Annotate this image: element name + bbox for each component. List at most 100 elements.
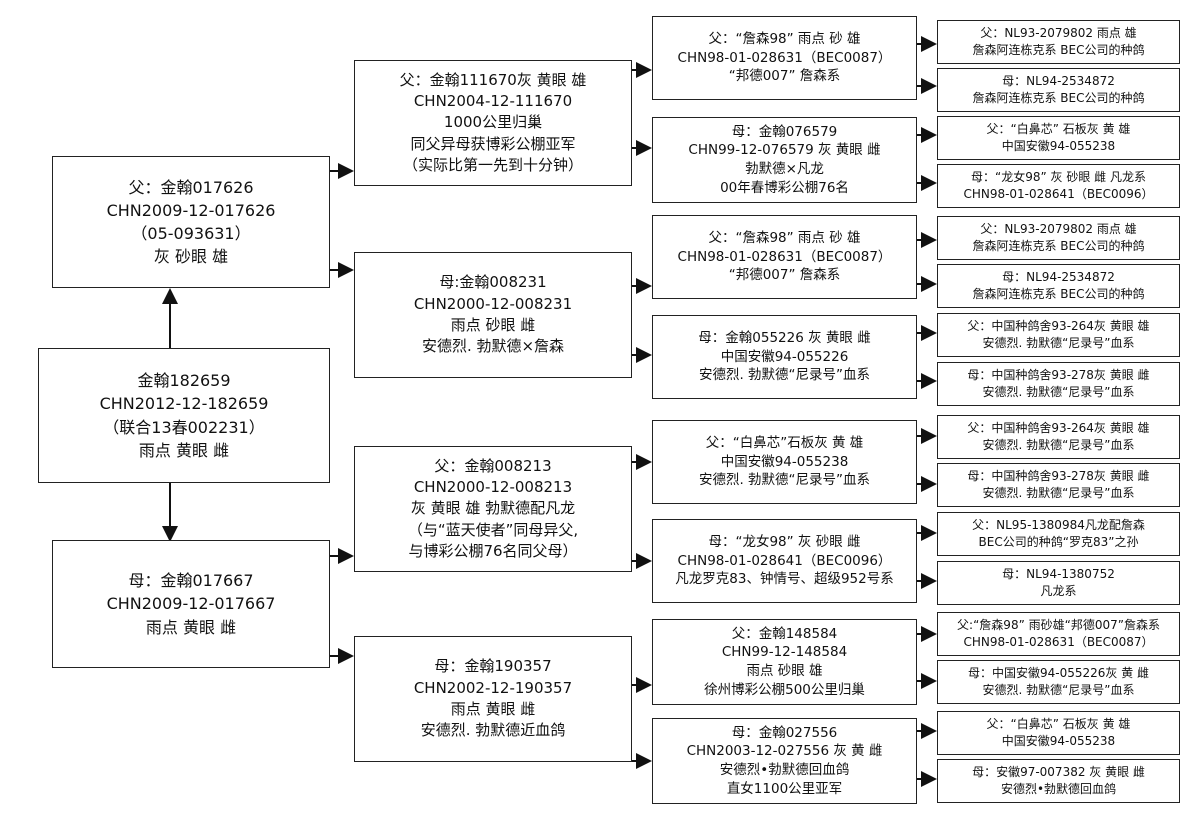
gen4-box: 母：中国种鸽舍93-278灰 黄眼 雌 安德烈. 勃默德“尼录号”血系 <box>937 463 1180 507</box>
gen4-box: 母：安徽97-007382 灰 黄眼 雌 安德烈•勃默德回血鸽 <box>937 759 1180 803</box>
gen3-box: 母：“龙女98” 灰 砂眼 雌 CHN98-01-028641（BEC0096）… <box>652 519 917 603</box>
gen4-box: 父:“詹森98” 雨砂雄“邦德007”詹森系 CHN98-01-028631（B… <box>937 612 1180 656</box>
gen4-line: 父：中国种鸽舍93-264灰 黄眼 雄 <box>967 319 1150 334</box>
gen2-line: 灰 黄眼 雄 勃默德配凡龙 <box>410 499 576 518</box>
gen4-box: 父：NL93-2079802 雨点 雄 詹森阿连栋克系 BEC公司的种鸽 <box>937 20 1180 64</box>
gen4-line: 母：NL94-2534872 <box>1002 270 1115 285</box>
gen4-line: 父：“白鼻芯” 石板灰 黄 雄 <box>986 717 1131 732</box>
gen3-line: 中国安徽94-055226 <box>720 348 849 365</box>
gen3-line: 母：金翰076579 <box>731 123 838 140</box>
gen4-box: 母：NL94-2534872 詹森阿连栋克系 BEC公司的种鸽 <box>937 264 1180 308</box>
gen2-box-mother-dam: 母：金翰190357 CHN2002-12-190357 雨点 黄眼 雌 安德烈… <box>354 636 632 762</box>
gen4-line: 安德烈. 勃默德“尼录号”血系 <box>982 486 1135 500</box>
gen3-box: 父：金翰148584 CHN99-12-148584 雨点 砂眼 雄 徐州博彩公… <box>652 619 917 705</box>
gen2-line: （与“蓝天使者”同母异父, <box>407 520 579 539</box>
gen2-line: 雨点 砂眼 雌 <box>450 316 536 334</box>
gen4-line: 父:“詹森98” 雨砂雄“邦德007”詹森系 <box>957 618 1160 633</box>
gen3-line: CHN2003-12-027556 灰 黄 雌 <box>686 743 883 760</box>
gen2-line: 与博彩公棚76名同父母） <box>408 541 578 560</box>
gen2-box-father-sire: 父：金翰111670灰 黄眼 雄 CHN2004-12-111670 1000公… <box>354 60 632 186</box>
gen4-line: 詹森阿连栋克系 BEC公司的种鸽 <box>972 287 1145 301</box>
gen3-line: CHN99-12-076579 灰 黄眼 雌 <box>688 142 881 159</box>
gen3-line: 00年春博彩公棚76名 <box>720 179 849 196</box>
gen3-line: 母：金翰027556 <box>731 724 838 741</box>
gen3-line: 徐州博彩公棚500公里归巢 <box>704 681 865 698</box>
gen3-line: 勃默德×凡龙 <box>745 161 824 177</box>
gen2-line: 父：金翰008213 <box>434 456 552 475</box>
gen4-line: 中国安徽94-055238 <box>1001 734 1116 748</box>
subject-line: （联合13春002231） <box>103 417 265 437</box>
gen4-line: CHN98-01-028641（BEC0096） <box>963 187 1154 201</box>
father-line: 父：金翰017626 <box>128 177 254 197</box>
gen4-box: 母：NL94-2534872 詹森阿连栋克系 BEC公司的种鸽 <box>937 68 1180 112</box>
gen4-line: 父：中国种鸽舍93-264灰 黄眼 雄 <box>967 421 1150 436</box>
gen4-line: 詹森阿连栋克系 BEC公司的种鸽 <box>972 43 1145 57</box>
gen3-box: 父：“白鼻芯”石板灰 黄 雄 中国安徽94-055238 安德烈. 勃默德“尼录… <box>652 420 917 504</box>
gen4-line: BEC公司的种鸽“罗克83”之孙 <box>978 535 1139 549</box>
gen4-line: 父：NL93-2079802 雨点 雄 <box>980 26 1137 41</box>
father-line: （05-093631） <box>131 224 251 243</box>
gen4-line: 父：“白鼻芯” 石板灰 黄 雄 <box>986 122 1131 137</box>
gen3-line: “邦德007” 詹森系 <box>728 267 841 284</box>
gen4-line: 母：中国种鸽舍93-278灰 黄眼 雌 <box>967 368 1150 383</box>
gen2-line: 1000公里归巢 <box>443 113 543 132</box>
gen3-line: 安德烈. 勃默德“尼录号”血系 <box>698 472 871 489</box>
gen2-line: CHN2000-12-008213 <box>413 478 573 497</box>
gen3-line: CHN98-01-028631（BEC0087） <box>677 49 892 66</box>
gen4-line: 安德烈. 勃默德“尼录号”血系 <box>982 385 1135 399</box>
gen4-line: 詹森阿连栋克系 BEC公司的种鸽 <box>972 91 1145 105</box>
gen4-line: 凡龙系 <box>1040 584 1077 598</box>
gen2-line: 安德烈. 勃默德×詹森 <box>421 337 565 356</box>
gen3-line: 直女1100公里亚军 <box>726 780 843 797</box>
gen2-line: （实际比第一先到十分钟） <box>402 155 583 174</box>
gen4-box: 父：“白鼻芯” 石板灰 黄 雄 中国安徽94-055238 <box>937 711 1180 755</box>
gen3-line: 母：“龙女98” 灰 砂眼 雌 <box>708 534 861 551</box>
gen4-line: 安德烈. 勃默德“尼录号”血系 <box>982 336 1135 350</box>
gen3-line: 安德烈. 勃默德“尼录号”血系 <box>698 367 871 384</box>
gen4-line: 母：NL94-1380752 <box>1002 567 1115 582</box>
gen4-line: 母：NL94-2534872 <box>1002 74 1115 89</box>
gen3-line: CHN99-12-148584 <box>721 644 848 661</box>
mother-line: 雨点 黄眼 雌 <box>145 617 237 637</box>
father-box: 父：金翰017626 CHN2009-12-017626 （05-093631）… <box>52 156 330 288</box>
gen4-line: 母：中国安徽94-055226灰 黄 雌 <box>967 666 1150 681</box>
subject-line: 雨点 黄眼 雌 <box>138 440 230 460</box>
gen4-box: 父：中国种鸽舍93-264灰 黄眼 雄 安德烈. 勃默德“尼录号”血系 <box>937 415 1180 459</box>
gen3-line: 中国安徽94-055238 <box>720 453 849 470</box>
subject-box: 金翰182659 CHN2012-12-182659 （联合13春002231）… <box>38 348 330 483</box>
gen2-line: 母：金翰190357 <box>434 657 552 676</box>
gen3-line: 父：金翰148584 <box>731 625 838 642</box>
gen3-line: CHN98-01-028631（BEC0087） <box>677 248 892 265</box>
gen3-line: 父：“白鼻芯”石板灰 黄 雄 <box>705 435 864 452</box>
mother-box: 母：金翰017667 CHN2009-12-017667 雨点 黄眼 雌 <box>52 540 330 668</box>
gen2-line: 同父异母获博彩公棚亚军 <box>410 134 576 153</box>
gen4-box: 母：“龙女98” 灰 砂眼 雌 凡龙系 CHN98-01-028641（BEC0… <box>937 164 1180 208</box>
gen3-box: 母：金翰055226 灰 黄眼 雌 中国安徽94-055226 安德烈. 勃默德… <box>652 315 917 399</box>
father-line: CHN2009-12-017626 <box>106 200 276 220</box>
gen4-box: 母：NL94-1380752 凡龙系 <box>937 561 1180 605</box>
gen4-line: 中国安徽94-055238 <box>1001 139 1116 153</box>
gen3-box: 父：“詹森98” 雨点 砂 雄 CHN98-01-028631（BEC0087）… <box>652 215 917 299</box>
gen4-box: 父：中国种鸽舍93-264灰 黄眼 雄 安德烈. 勃默德“尼录号”血系 <box>937 313 1180 357</box>
subject-line: CHN2012-12-182659 <box>99 394 269 414</box>
gen3-line: 凡龙罗克83、钟情号、超级952号系 <box>675 571 894 588</box>
gen4-line: 父：NL93-2079802 雨点 雄 <box>980 222 1137 237</box>
gen4-box: 父：NL95-1380984凡龙配詹森 BEC公司的种鸽“罗克83”之孙 <box>937 512 1180 556</box>
gen2-box-father-dam: 母:金翰008231 CHN2000-12-008231 雨点 砂眼 雌 安德烈… <box>354 252 632 378</box>
gen3-line: 父：“詹森98” 雨点 砂 雄 <box>708 230 861 247</box>
gen4-line: 安德烈. 勃默德“尼录号”血系 <box>982 683 1135 697</box>
gen2-line: CHN2004-12-111670 <box>413 92 573 111</box>
gen2-box-mother-sire: 父：金翰008213 CHN2000-12-008213 灰 黄眼 雄 勃默德配… <box>354 446 632 572</box>
gen4-line: 母：“龙女98” 灰 砂眼 雌 凡龙系 <box>971 170 1146 185</box>
gen4-line: 母：中国种鸽舍93-278灰 黄眼 雌 <box>967 469 1150 484</box>
gen2-line: CHN2002-12-190357 <box>413 678 573 697</box>
gen4-box: 父：NL93-2079802 雨点 雄 詹森阿连栋克系 BEC公司的种鸽 <box>937 216 1180 260</box>
gen4-line: 安德烈•勃默德回血鸽 <box>1000 782 1117 796</box>
gen2-line: 父：金翰111670灰 黄眼 雄 <box>399 70 587 89</box>
gen4-line: 父：NL95-1380984凡龙配詹森 <box>972 518 1145 533</box>
gen3-box: 母：金翰027556 CHN2003-12-027556 灰 黄 雌 安德烈•勃… <box>652 718 917 804</box>
father-line: 灰 砂眼 雄 <box>153 247 229 267</box>
mother-line: 母：金翰017667 <box>128 571 254 591</box>
gen3-line: 雨点 砂眼 雄 <box>746 663 823 679</box>
